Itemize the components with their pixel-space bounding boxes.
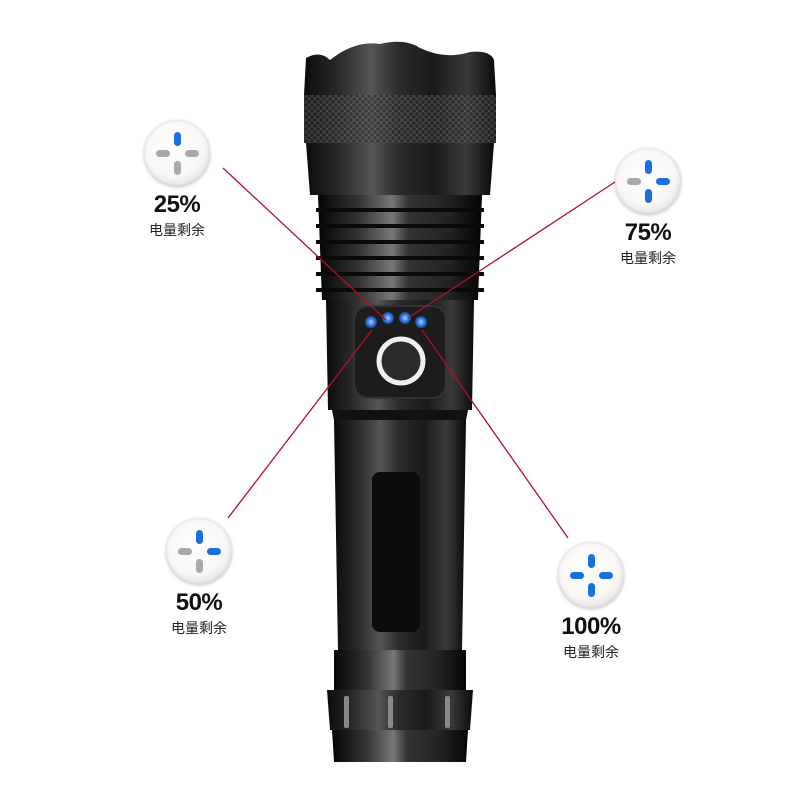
segment-right xyxy=(599,572,613,579)
segment-right xyxy=(185,150,199,157)
battery-percent: 100% xyxy=(561,613,621,640)
battery-indicator-75: 75% 电量剩余 xyxy=(593,148,703,266)
segment-left xyxy=(156,150,170,157)
battery-label: 电量剩余 xyxy=(620,250,676,266)
bezel xyxy=(304,41,496,95)
battery-level-icon xyxy=(615,148,681,214)
battery-percent: 75% xyxy=(624,219,672,246)
segment-bottom xyxy=(588,583,595,597)
segment-left xyxy=(627,178,641,185)
segment-right xyxy=(207,548,221,555)
battery-indicator-50: 50% 电量剩余 xyxy=(144,518,254,636)
battery-percent: 50% xyxy=(175,589,223,616)
segment-top xyxy=(645,160,652,174)
segment-bottom xyxy=(196,559,203,573)
segment-bottom xyxy=(645,189,652,203)
segment-top xyxy=(196,530,203,544)
segment-left xyxy=(178,548,192,555)
battery-label: 电量剩余 xyxy=(149,222,205,238)
segment-bottom xyxy=(174,161,181,175)
battery-label: 电量剩余 xyxy=(563,644,619,660)
segment-left xyxy=(570,572,584,579)
segment-top xyxy=(174,132,181,146)
battery-level-icon xyxy=(166,518,232,584)
segment-right xyxy=(656,178,670,185)
battery-level-icon xyxy=(558,542,624,608)
segment-top xyxy=(588,554,595,568)
battery-label: 电量剩余 xyxy=(171,620,227,636)
battery-percent: 25% xyxy=(153,191,201,218)
battery-indicator-100: 100% 电量剩余 xyxy=(536,542,646,660)
battery-level-icon xyxy=(144,120,210,186)
battery-indicator-25: 25% 电量剩余 xyxy=(122,120,232,238)
